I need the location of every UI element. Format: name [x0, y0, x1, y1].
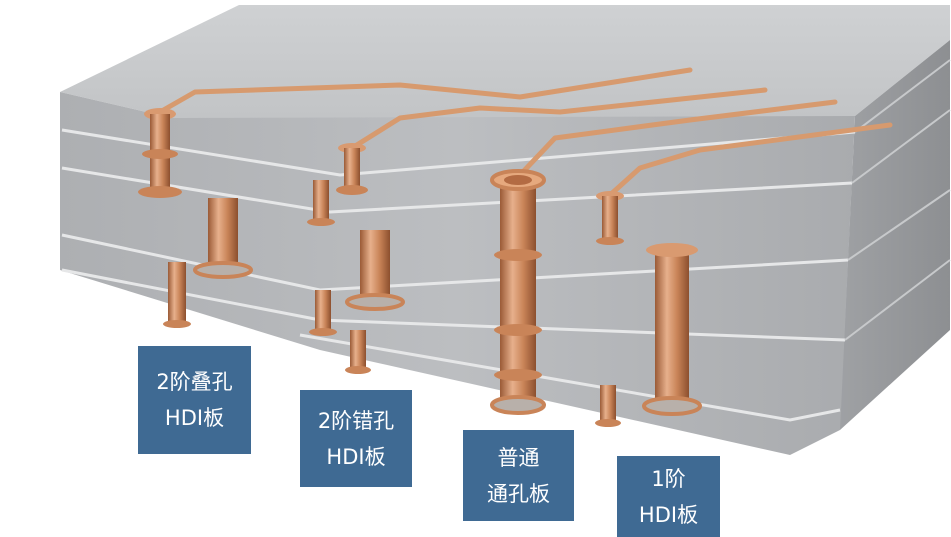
board-top-surface: [60, 5, 950, 118]
label-stacked-via-hdi: 2阶叠孔 HDI板: [138, 346, 251, 454]
label-first-order-hdi: 1阶 HDI板: [617, 456, 720, 537]
label-staggered-line1: 2阶错孔: [317, 408, 395, 433]
staggered-via-group: [307, 143, 405, 374]
label-staggered-line2: HDI板: [326, 444, 386, 469]
label-first-line2: HDI板: [638, 502, 699, 527]
label-staggered-via-hdi: 2阶错孔 HDI板: [300, 390, 412, 487]
label-through-hole-board: 普通 通孔板: [463, 430, 574, 521]
label-through-line1: 普通: [497, 445, 540, 470]
label-first-line1: 1阶: [651, 466, 686, 491]
board-right-side: [840, 40, 950, 430]
label-through-line2: 通孔板: [487, 481, 550, 506]
stacked-via-group: [138, 108, 253, 328]
label-stacked-line1: 2阶叠孔: [156, 370, 233, 394]
copper-traces: [157, 67, 893, 198]
layer-lines-side: [844, 59, 951, 341]
first-order-via-group: [595, 191, 702, 427]
through-hole-via: [490, 169, 546, 415]
label-stacked-line2: HDI板: [164, 406, 225, 430]
